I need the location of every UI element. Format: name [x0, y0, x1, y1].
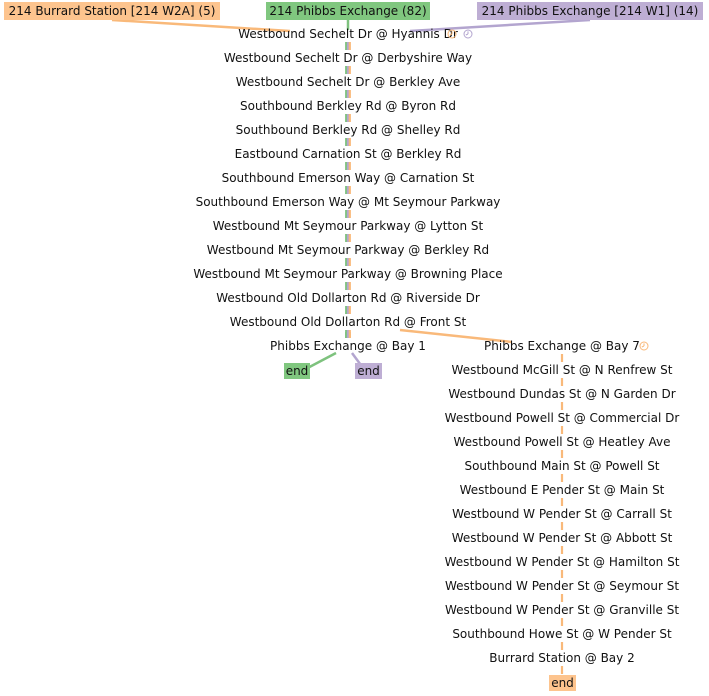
purple-clock-icon: [463, 29, 473, 39]
stop-label[interactable]: Westbound McGill St @ N Renfrew St: [452, 363, 673, 377]
stop-label[interactable]: Westbound Sechelt Dr @ Berkley Ave: [236, 75, 460, 89]
end-marker: end: [357, 364, 380, 378]
end-marker-bg: [284, 363, 310, 379]
orange-clock-icon: [447, 29, 457, 39]
route-badge-w1[interactable]: 214 Phibbs Exchange [214 W1] (14): [482, 4, 699, 18]
stop-label[interactable]: Westbound Sechelt Dr @ Hyannis Dr: [238, 27, 458, 41]
stop-label[interactable]: Burrard Station @ Bay 2: [489, 651, 634, 665]
stop-label[interactable]: Westbound Mt Seymour Parkway @ Lytton St: [213, 219, 484, 233]
route-badge-main-bg: [266, 2, 430, 20]
route-badge-w1-bg: [477, 2, 703, 20]
stop-label[interactable]: Westbound W Pender St @ Granville St: [445, 603, 679, 617]
route-badge-w2a-bg: [4, 2, 220, 20]
stop-label[interactable]: Southbound Emerson Way @ Mt Seymour Park…: [196, 195, 501, 209]
stop-label[interactable]: Phibbs Exchange @ Bay 7: [484, 339, 640, 353]
route-badge-w2a[interactable]: 214 Burrard Station [214 W2A] (5): [9, 4, 216, 18]
stop-label[interactable]: Southbound Berkley Rd @ Shelley Rd: [236, 123, 461, 137]
end-marker: end: [286, 364, 309, 378]
stop-label[interactable]: Southbound Howe St @ W Pender St: [452, 627, 672, 641]
stop-label[interactable]: Southbound Berkley Rd @ Byron Rd: [240, 99, 456, 113]
end-markers: end end end: [284, 363, 576, 691]
stop-label[interactable]: Westbound W Pender St @ Abbott St: [452, 531, 673, 545]
stop-label[interactable]: Southbound Emerson Way @ Carnation St: [222, 171, 475, 185]
stop-label[interactable]: Westbound E Pender St @ Main St: [460, 483, 665, 497]
stop-label[interactable]: Westbound W Pender St @ Carrall St: [452, 507, 672, 521]
stop-label[interactable]: Westbound Powell St @ Commercial Dr: [445, 411, 680, 425]
stop-label[interactable]: Westbound W Pender St @ Hamilton St: [445, 555, 680, 569]
stop-label[interactable]: Westbound W Pender St @ Seymour St: [445, 579, 679, 593]
stop-label[interactable]: Westbound Old Dollarton Rd @ Front St: [230, 315, 467, 329]
route-badge-main[interactable]: 214 Phibbs Exchange (82): [269, 4, 426, 18]
stop-label[interactable]: Phibbs Exchange @ Bay 1: [270, 339, 426, 353]
stop-label[interactable]: Westbound Old Dollarton Rd @ Riverside D…: [216, 291, 480, 305]
stop-label[interactable]: Westbound Powell St @ Heatley Ave: [454, 435, 671, 449]
end-marker: end: [551, 676, 574, 690]
stop-label[interactable]: Southbound Main St @ Powell St: [464, 459, 659, 473]
stop-label[interactable]: Westbound Mt Seymour Parkway @ Berkley R…: [207, 243, 489, 257]
stop-labels: Westbound Sechelt Dr @ Hyannis Dr Westbou…: [193, 27, 679, 665]
w1-connector-line: [409, 18, 591, 33]
stop-label[interactable]: Westbound Sechelt Dr @ Derbyshire Way: [224, 51, 472, 65]
route-badges: 214 Burrard Station [214 W2A] (5) 214 Phi…: [4, 2, 703, 20]
w2a-connector-line: [111, 18, 291, 33]
stop-label[interactable]: Eastbound Carnation St @ Berkley Rd: [235, 147, 462, 161]
stop-label[interactable]: Westbound Dundas St @ N Garden Dr: [448, 387, 675, 401]
orange-clock-icon: [639, 341, 649, 351]
stop-label[interactable]: Westbound Mt Seymour Parkway @ Browning …: [193, 267, 502, 281]
end-marker-bg: [355, 363, 382, 379]
branch-connector-line: [399, 328, 513, 344]
end-marker-bg: [549, 675, 576, 691]
